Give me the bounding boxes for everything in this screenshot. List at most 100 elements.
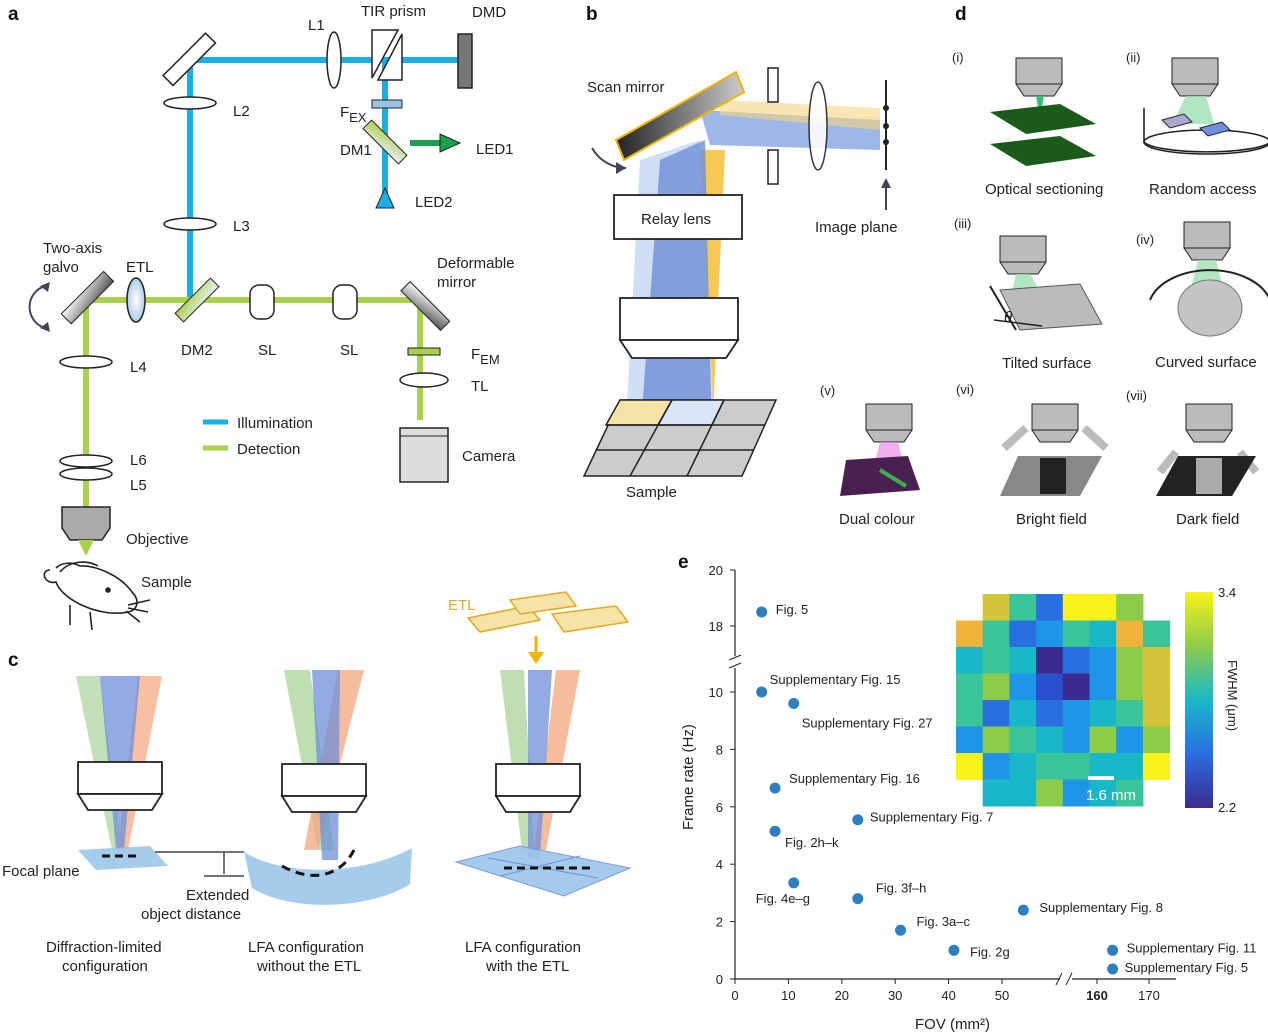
heatmap-cell: [1009, 726, 1037, 754]
deformable-mirror: [400, 280, 451, 332]
config-with-etl: [454, 591, 632, 897]
heatmap-cell: [1009, 673, 1037, 701]
lens-l5: [59, 467, 113, 481]
heatmap-cell: [1142, 753, 1171, 780]
d-dark-field: [1156, 403, 1260, 496]
data-point: [852, 893, 864, 905]
heatmap-cell: [982, 726, 1010, 754]
aperture-bottom: [767, 149, 779, 185]
heatmap-cell: [982, 779, 1010, 807]
caption-1b: configuration: [62, 958, 148, 975]
caption-3b: with the ETL: [485, 958, 569, 975]
colorbar-min: 2.2: [1218, 800, 1236, 815]
caption-1a: Diffraction-limited: [46, 939, 162, 956]
y-axis-label: Frame rate (Hz): [680, 724, 697, 830]
data-point: [788, 697, 800, 709]
dmd-device: [457, 33, 473, 89]
x-tick-label: 20: [835, 988, 849, 1003]
heatmap-cell: [1009, 594, 1037, 621]
config-without-etl: [244, 670, 412, 905]
colorbar-label: FWHM (μm): [1225, 660, 1240, 731]
heatmap-cell: [1089, 594, 1117, 621]
label-deformable-1: Deformable: [437, 255, 515, 272]
tir-prism-2: [376, 33, 403, 81]
heatmap-cell: [982, 753, 1010, 780]
label-extended-2: object distance: [141, 906, 241, 923]
label-sample-b: Sample: [626, 484, 677, 501]
filter-em: [407, 347, 441, 356]
d-random-access: [1143, 57, 1268, 155]
d-curved-surface: [1149, 221, 1268, 337]
aperture-top: [767, 67, 779, 103]
relay-lens-box: [613, 194, 743, 240]
data-point: [769, 782, 781, 794]
lens-l1: [326, 31, 342, 89]
d-num-6: (vi): [956, 382, 974, 397]
heatmap-cell: [1089, 673, 1117, 701]
legend-illumination-label: Illumination: [237, 415, 313, 432]
label-tl: TL: [471, 378, 489, 395]
dichroic-dm1: [362, 119, 408, 165]
data-point: [1107, 963, 1119, 975]
label-led1: LED1: [476, 141, 514, 158]
heatmap-cell: [1116, 673, 1144, 701]
data-point-label: Fig. 5: [776, 602, 809, 617]
heatmap-cell: [956, 673, 984, 701]
data-point-label: Supplementary Fig. 11: [1127, 940, 1257, 955]
data-point-label: Fig. 2h–k: [785, 835, 839, 850]
y-tick-label: 0: [716, 972, 723, 987]
data-point-label: Fig. 3a–c: [917, 914, 971, 929]
label-image-plane: Image plane: [815, 219, 898, 236]
d-num-4: (iv): [1136, 232, 1154, 247]
d-num-3: (iii): [954, 216, 971, 231]
inset-heatmap: [956, 594, 1171, 807]
d-dual-colour: [840, 403, 920, 496]
x-tick-label: 30: [888, 988, 902, 1003]
heatmap-cell: [1062, 779, 1090, 807]
data-point: [895, 924, 907, 936]
x-tick-label: 160: [1086, 988, 1108, 1003]
label-objective: Objective: [126, 531, 189, 548]
tir-prism: [371, 29, 400, 79]
heatmap-cell: [1116, 594, 1144, 621]
d-num-7: (vii): [1126, 388, 1147, 403]
config-diffraction-limited: [76, 676, 244, 877]
galvo-arrow-icon: [40, 282, 50, 292]
scan-lens-2: [332, 284, 358, 320]
heatmap-cell: [1089, 647, 1117, 674]
x-tick-label: 0: [731, 988, 738, 1003]
heatmap-cell: [1116, 620, 1144, 648]
data-point-label: Supplementary Fig. 7: [870, 810, 994, 825]
label-l6: L6: [130, 452, 147, 469]
d-theta: θ: [1004, 309, 1012, 326]
label-l5: L5: [130, 477, 147, 494]
galvo-rotate-icon: [28, 285, 46, 329]
heatmap-cell: [1009, 753, 1037, 780]
galvo-arrow-icon-2: [40, 322, 50, 332]
colorbar: [1185, 592, 1213, 808]
heatmap-cell: [1036, 673, 1064, 701]
label-camera: Camera: [462, 448, 516, 465]
label-galvo-2: galvo: [43, 259, 79, 276]
data-point-label: Supplementary Fig. 27: [802, 715, 933, 730]
panel-d-letter: d: [955, 4, 967, 25]
beam-out-yellow: [720, 100, 880, 130]
objective-b-nose: [618, 339, 740, 359]
heatmap-cell: [1036, 753, 1064, 780]
data-point-label: Supplementary Fig. 8: [1039, 900, 1163, 915]
heatmap-cell: [956, 700, 984, 727]
heatmap-cell: [1142, 647, 1171, 674]
heatmap-cell: [956, 620, 984, 648]
heatmap-cell: [1142, 700, 1171, 727]
d-num-1: (i): [952, 50, 964, 65]
label-sl-1: SL: [258, 342, 276, 359]
x-axis-label: FOV (mm²): [915, 1016, 990, 1033]
y-tick-label: 6: [716, 800, 723, 815]
y-tick-label: 20: [709, 563, 723, 578]
label-fem: FEM: [471, 346, 500, 367]
heatmap-cell: [982, 700, 1010, 727]
etl-lens: [126, 277, 146, 323]
d-bright-field: [1000, 403, 1109, 496]
